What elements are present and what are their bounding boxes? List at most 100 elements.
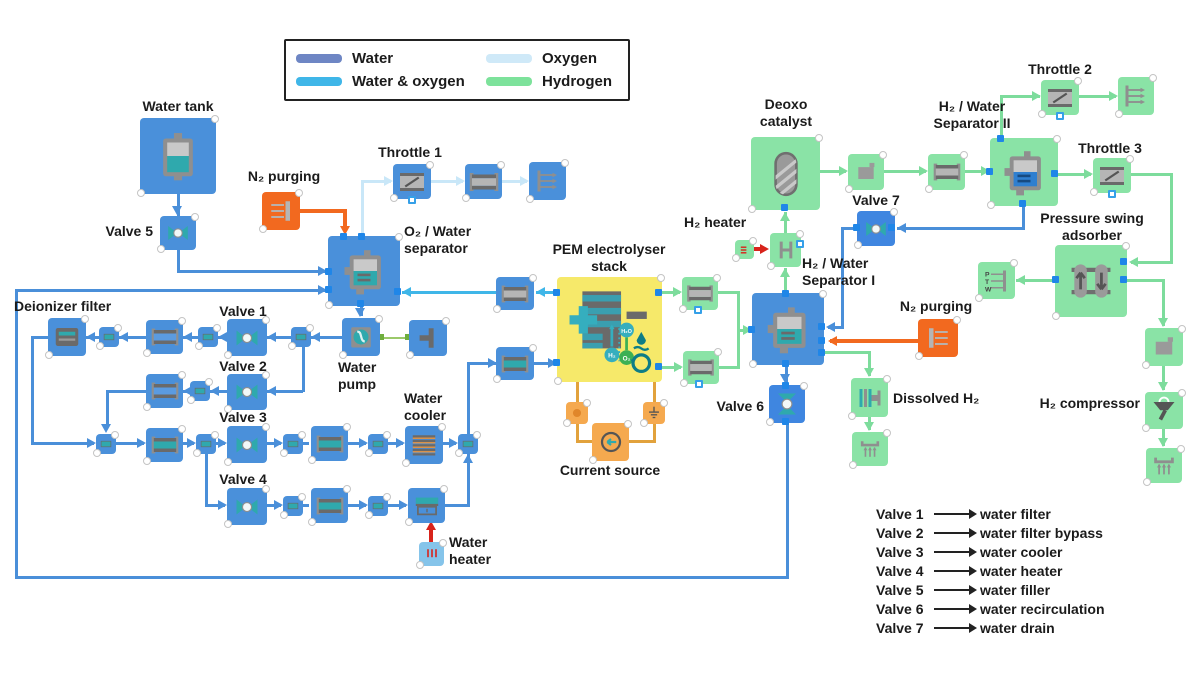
junction-block[interactable] — [455, 431, 481, 457]
pump-icon — [351, 327, 371, 348]
o2-water-separator-label: O₂ / Water separator — [404, 223, 472, 256]
hydrogen-line — [1016, 279, 1055, 282]
water-tank-block[interactable] — [137, 115, 219, 197]
circuit-line — [653, 382, 656, 402]
pipe-icon — [316, 497, 343, 514]
arrowhead — [839, 166, 848, 176]
pipe-block[interactable] — [143, 371, 186, 411]
deoxo-catalyst-label: Deoxo catalyst — [759, 96, 813, 129]
pipe-block[interactable] — [679, 274, 721, 313]
h2-sink-block[interactable] — [1143, 445, 1185, 486]
arrowhead — [826, 322, 835, 332]
port — [748, 326, 755, 333]
arrowhead — [274, 500, 283, 510]
throttle-2-block[interactable] — [1038, 77, 1082, 118]
pipe-block[interactable] — [308, 423, 351, 464]
dissolved-h2-block[interactable] — [848, 375, 891, 420]
pipe-block[interactable] — [143, 425, 186, 465]
h2-compressor-block[interactable] — [1142, 389, 1186, 432]
valve-3-block[interactable] — [224, 423, 270, 466]
ground-block[interactable] — [640, 399, 668, 427]
h2-heater-source-block[interactable] — [732, 237, 757, 262]
h2-water-separator-1-block[interactable] — [749, 290, 827, 368]
h2-sink-block[interactable] — [849, 429, 891, 469]
h2-heater-block[interactable] — [767, 230, 804, 270]
chamber-block[interactable] — [845, 151, 887, 193]
o2-water-separator-block[interactable] — [325, 233, 403, 309]
valve-1-block[interactable] — [224, 316, 270, 359]
pipe-block[interactable] — [925, 151, 968, 193]
valve-legend-row: Valve 6 water recirculation — [876, 599, 1105, 618]
throttle-1-block[interactable] — [390, 161, 434, 202]
pipe-block[interactable] — [493, 344, 537, 383]
tee-pipe-icon — [419, 328, 434, 348]
throttle-icon — [400, 172, 424, 191]
legend-label: Hydrogen — [542, 73, 613, 91]
arrowhead — [183, 386, 192, 396]
deionizer-filter-block[interactable] — [45, 315, 89, 359]
arrowhead — [210, 386, 219, 396]
pressure-swing-adsorber-block[interactable] — [1052, 242, 1130, 320]
junction-block[interactable] — [365, 493, 391, 519]
oxygen-sink-block[interactable] — [526, 159, 569, 203]
arrowhead — [780, 374, 790, 383]
valve-4-block[interactable] — [224, 485, 270, 528]
water-line — [445, 504, 469, 507]
junction-block[interactable] — [187, 378, 213, 404]
current-source-block[interactable] — [589, 420, 632, 464]
flow-source-block[interactable] — [406, 317, 450, 359]
water-line — [32, 336, 48, 339]
arrowhead — [218, 332, 227, 342]
dissolved-h2-label: Dissolved H₂ — [893, 390, 980, 406]
h2-water-separator-2-block[interactable] — [987, 135, 1061, 209]
port — [818, 349, 825, 356]
hydrogen-line — [1058, 173, 1091, 176]
valve-function: water filler — [980, 581, 1051, 598]
h2-sink-block[interactable] — [1115, 74, 1157, 118]
chamber-block[interactable] — [1142, 325, 1186, 369]
arrow-icon — [934, 584, 977, 595]
pipe-icon — [316, 435, 343, 452]
throttle-3-block[interactable] — [1090, 155, 1134, 196]
water-line — [467, 363, 470, 434]
junction-block[interactable] — [195, 324, 221, 350]
water-heater-source-block[interactable] — [416, 539, 447, 569]
valve-function: water heater — [980, 562, 1063, 579]
pipe-block[interactable] — [493, 274, 537, 313]
throttle-1-label: Throttle 1 — [378, 144, 442, 160]
water-oxygen-line — [402, 291, 496, 294]
arrowhead — [1084, 169, 1093, 179]
arrowhead — [87, 438, 96, 448]
arrowhead — [172, 206, 182, 215]
water-heater-block[interactable] — [405, 485, 448, 526]
pipe-block[interactable] — [143, 317, 186, 357]
port — [853, 224, 860, 231]
water-line — [31, 442, 94, 445]
valve-icon — [778, 393, 796, 415]
water-pump-block[interactable] — [339, 315, 383, 359]
pem-electrolyser-stack-block[interactable]: H₂ H₂O O₂ — [554, 274, 665, 385]
valve-6-block[interactable] — [766, 382, 808, 426]
n2-purging-left-block[interactable] — [259, 189, 303, 233]
junction-block[interactable] — [193, 431, 219, 457]
valve-name: Valve 3 — [876, 543, 924, 560]
pipe-block[interactable] — [680, 348, 722, 387]
pipe-icon — [151, 382, 178, 400]
valve-2-block[interactable] — [224, 371, 270, 413]
junction-block[interactable] — [96, 324, 122, 350]
junction-block[interactable] — [365, 431, 391, 457]
junction-block[interactable] — [288, 324, 314, 350]
deoxo-catalyst-block[interactable] — [748, 134, 823, 213]
oxygen-pipe-block[interactable] — [462, 161, 505, 202]
pressure-swing-adsorber-label: Pressure swing adsorber — [1040, 210, 1144, 243]
junction-block[interactable] — [280, 431, 306, 457]
water-cooler-block[interactable] — [402, 423, 446, 467]
junction-block[interactable] — [93, 431, 119, 457]
circuit-node-block[interactable] — [563, 399, 591, 427]
pipe-block[interactable] — [308, 485, 351, 526]
water-cooler-label: Water cooler — [404, 390, 447, 423]
valve-5-block[interactable] — [157, 213, 199, 253]
junction-block[interactable] — [280, 493, 306, 519]
n2-purging-right-block[interactable] — [915, 316, 961, 360]
